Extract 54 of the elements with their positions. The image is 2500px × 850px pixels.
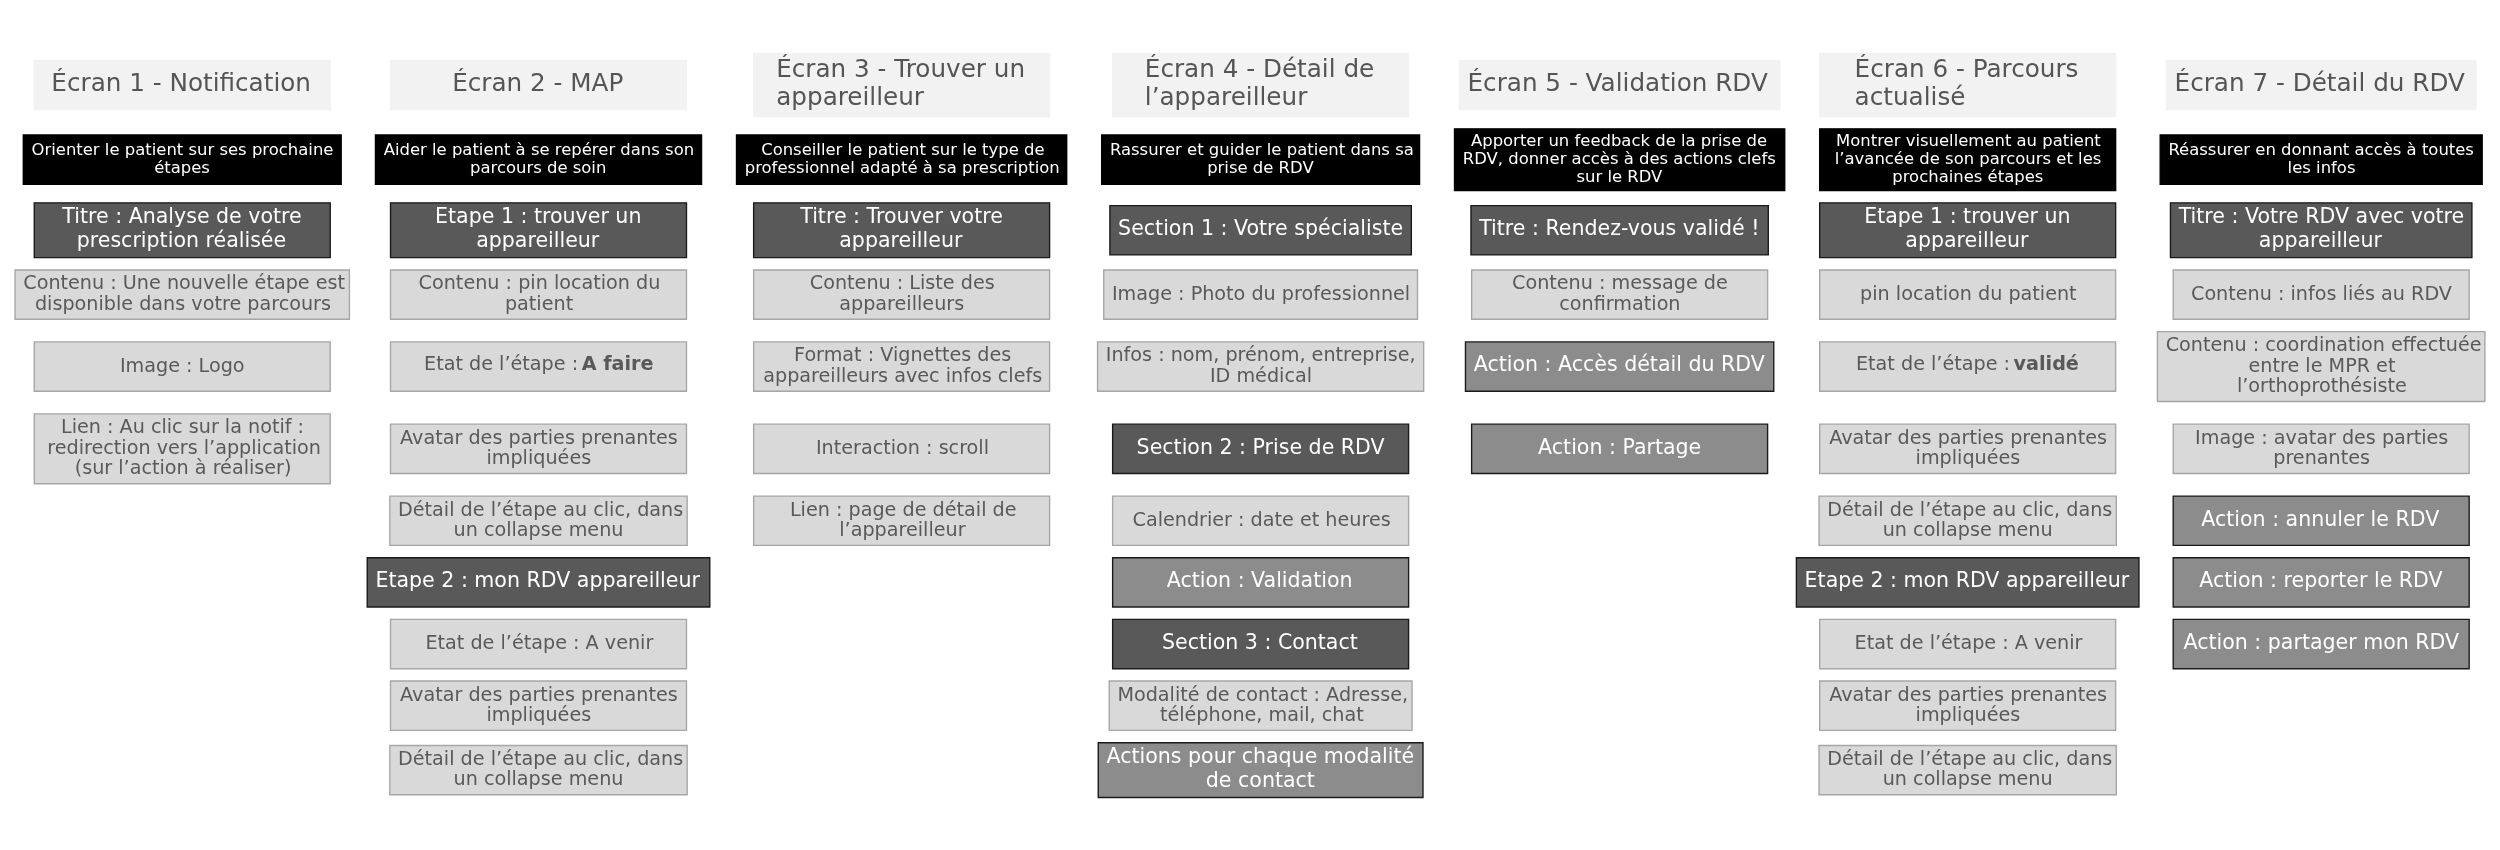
node-box: Aider le patient à se repérer dans son parcours de soin — [374, 133, 703, 185]
node-box: Avatar des parties prenantes impliquées — [389, 422, 688, 474]
node-box: Etape 2 : mon RDV appareilleur — [366, 556, 711, 608]
node-box: Apporter un feedback de la prise de RDV, donner accès à des actions clefs sur le RDV — [1453, 127, 1786, 191]
node-box: Image : avatar des parties prenantes — [2172, 422, 2470, 474]
node-box: Orienter le patient sur ses prochaine étapes — [22, 133, 342, 185]
node-box: Section 3 : Contact — [1111, 618, 1410, 669]
node-box: Titre : Trouver votre appareilleur — [752, 201, 1051, 258]
node-box: Interaction : scroll — [752, 422, 1051, 474]
node-box: Etape 1 : trouver un appareilleur — [389, 201, 688, 258]
node-box: Action : Partage — [1470, 422, 1769, 474]
node-box: Montrer visuellement au patient l’avancée de son parcours et les prochaines étapes — [1819, 127, 2117, 191]
node-box: Format : Vignettes des appareilleurs avec infos clefs — [752, 340, 1051, 392]
node-box: Etape 1 : trouver un appareilleur — [1819, 201, 2117, 258]
node-box: Contenu : infos liés au RDV — [2172, 268, 2470, 320]
node-box: Action : reporter le RDV — [2172, 556, 2470, 608]
node-box: Etat de l’étape : A venir — [389, 618, 688, 669]
node-box: Lien : Au clic sur la notif : redirection vers l’application (sur l’action à réaliser) — [33, 412, 331, 484]
node-box: Avatar des parties prenantes impliquées — [389, 679, 688, 731]
node-box: Détail de l’étape au clic, dans un collapse menu — [389, 744, 688, 795]
node-box: Image : Photo du professionnel — [1103, 268, 1419, 320]
node-box: Calendrier : date et heures — [1111, 494, 1410, 546]
node-box: Action : annuler le RDV — [2172, 494, 2470, 546]
node-box: Avatar des parties prenantes impliquées — [1819, 422, 2117, 474]
node-box: Réassurer en donnant accès à toutes les infos — [2159, 133, 2483, 185]
node-box: Etape 2 : mon RDV appareilleur — [1795, 556, 2140, 608]
node-box: Etat de l’étape : validé — [1819, 340, 2117, 392]
node-box: Etat de l’étape : A venir — [1819, 618, 2117, 669]
node-box: Conseiller le patient sur le type de professionnel adapté à sa prescription — [735, 133, 1068, 185]
node-box: Titre : Votre RDV avec votre appareilleur — [2169, 201, 2473, 258]
node-box: Action : Validation — [1111, 556, 1410, 608]
node-box: Contenu : message de confirmation — [1470, 268, 1769, 320]
node-box: Détail de l’étape au clic, dans un collapse menu — [389, 494, 688, 546]
node-box: Contenu : Une nouvelle étape est disponible dans votre parcours — [14, 268, 351, 320]
node-box: Image : Logo — [33, 340, 331, 392]
node-box: Etat de l’étape : A faire — [389, 340, 688, 392]
node-box: Section 1 : Votre spécialiste — [1109, 204, 1413, 256]
node-box: pin location du patient — [1819, 268, 2117, 320]
node-box: Avatar des parties prenantes impliquées — [1819, 679, 2117, 731]
node-box: Infos : nom, prénom, entreprise, ID médical — [1096, 340, 1425, 392]
node-box: Contenu : Liste des appareilleurs — [752, 268, 1051, 320]
node-box: Titre : Rendez-vous validé ! — [1470, 204, 1769, 256]
node-box: Titre : Analyse de votre prescription réalisée — [33, 201, 331, 258]
node-box: Modalité de contact : Adresse, téléphone, mail, chat — [1108, 679, 1413, 731]
node-box: Détail de l’étape au clic, dans un collapse menu — [1818, 744, 2117, 795]
node-box: Actions pour chaque modalité de contact — [1097, 741, 1424, 798]
node-box: Détail de l’étape au clic, dans un collapse menu — [1818, 494, 2117, 546]
node-box: Rassurer et guider le patient dans sa prise de RDV — [1101, 133, 1421, 185]
node-box: Contenu : pin location du patient — [389, 268, 688, 320]
node-box: Action : Accès détail du RDV — [1464, 340, 1775, 392]
node-box: Section 2 : Prise de RDV — [1111, 422, 1410, 474]
node-box: Lien : page de détail de l’appareilleur — [752, 494, 1051, 546]
node-box: Contenu : coordination effectuée entre le MPR et l’orthoprothésiste — [2156, 330, 2486, 402]
node-box: Action : partager mon RDV — [2172, 618, 2470, 669]
